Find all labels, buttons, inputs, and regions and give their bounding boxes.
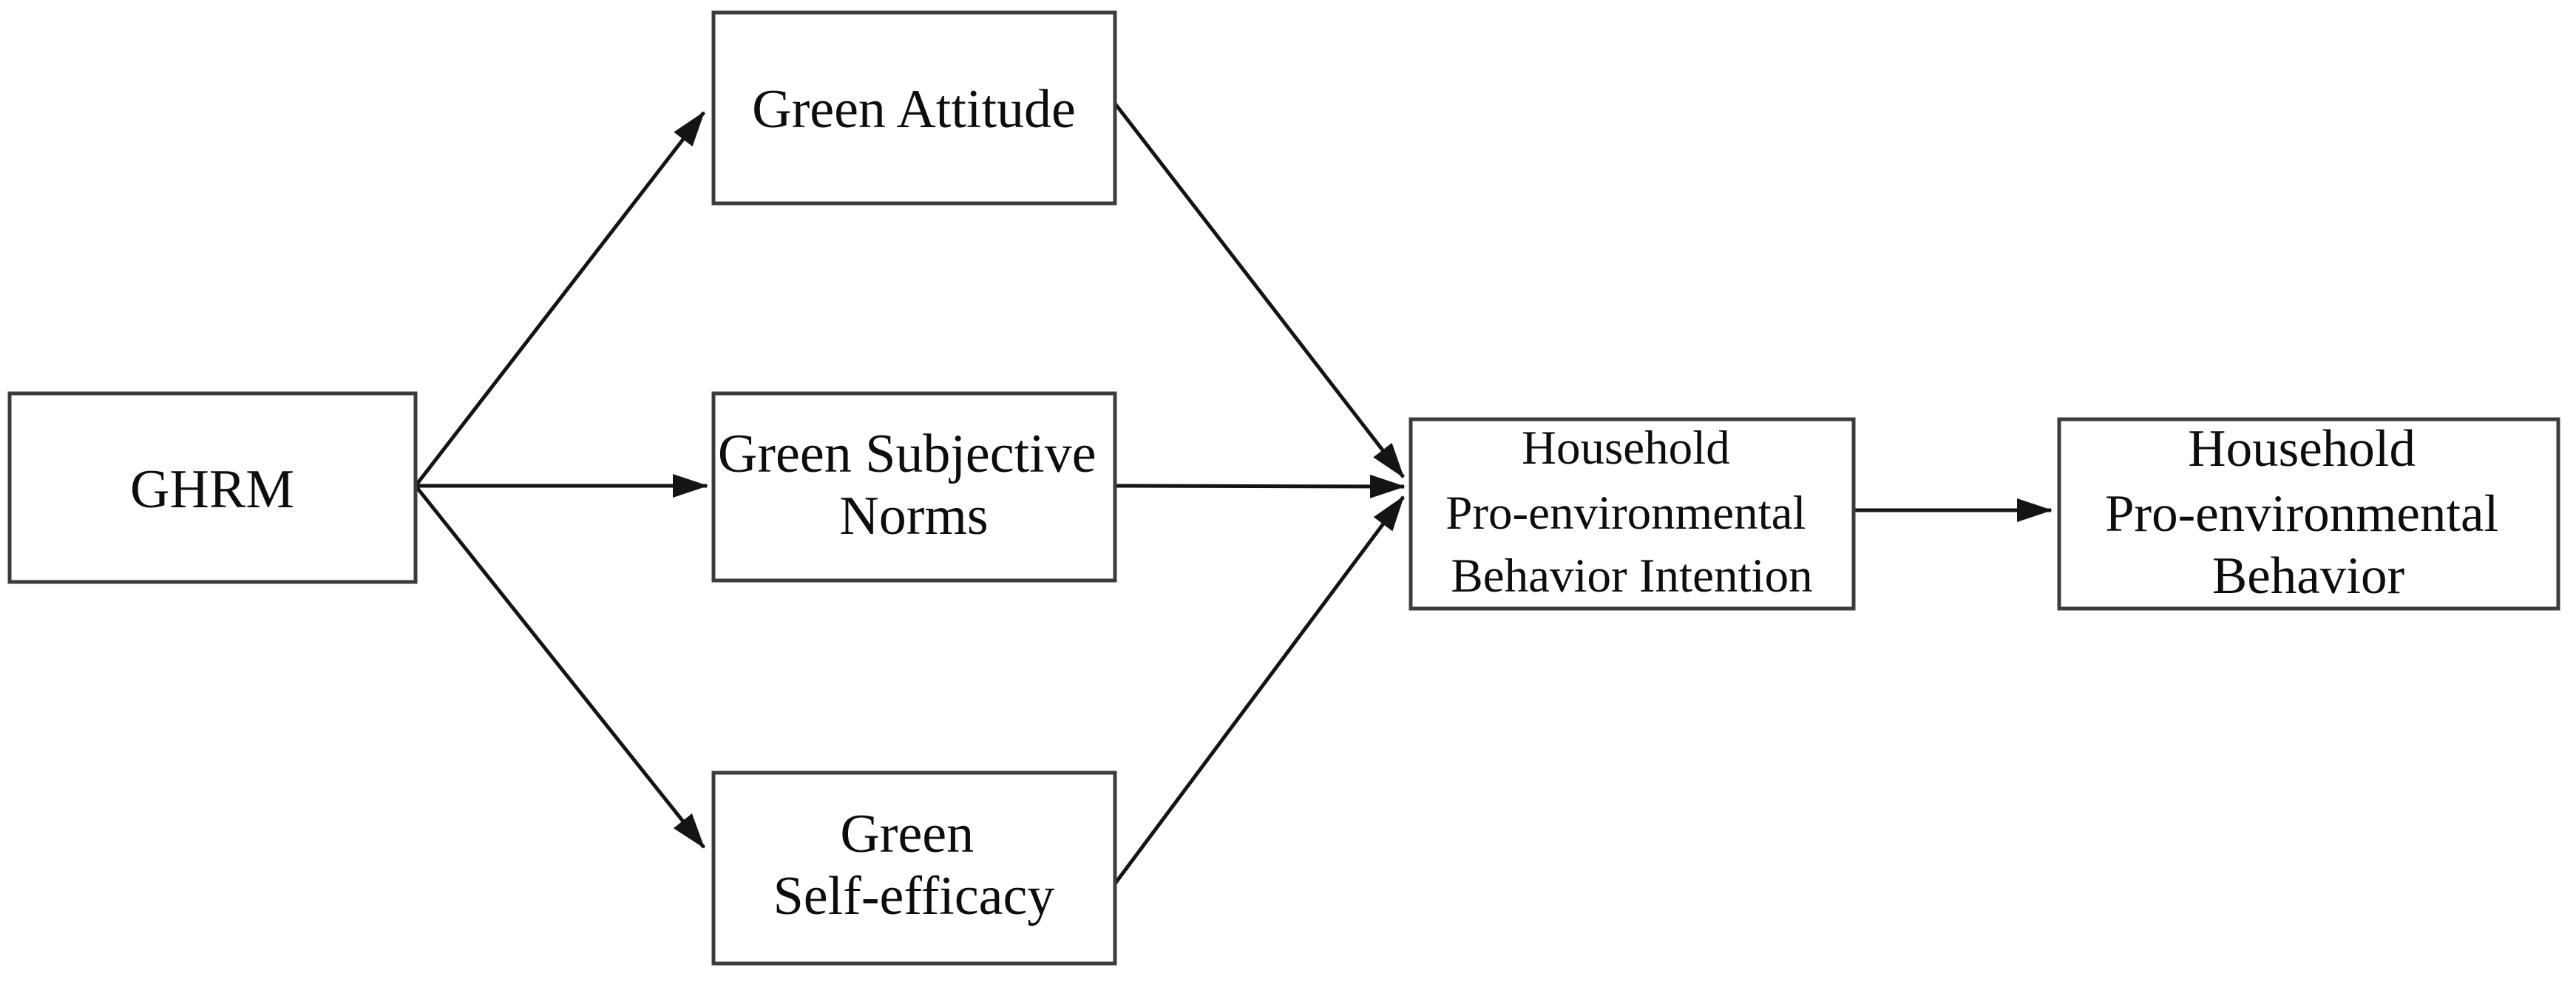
- node-label-hpeb: Household Pro-environmental Behavior: [2105, 420, 2512, 605]
- node-box-green-self-efficacy: [711, 771, 1117, 966]
- node-label-line: Green: [840, 804, 974, 864]
- node-box-hpeb: [2057, 417, 2560, 611]
- node-label-line: Household: [1522, 421, 1730, 475]
- edge-ghrm-to-green-self-efficacy: [414, 484, 705, 849]
- node-label-green-self-efficacy: Green Self-efficacy: [773, 804, 1055, 927]
- node-label-green-attitude: Green Attitude: [752, 79, 1076, 140]
- node-label-line: Green Subjective: [718, 424, 1097, 484]
- node-label-line: Pro-environmental: [2105, 485, 2498, 543]
- node-label-line: Behavior: [2212, 547, 2405, 605]
- node-label-line: Household: [2188, 420, 2416, 478]
- edge-green-attitude-to-intention: [1114, 102, 1405, 478]
- edge-green-self-efficacy-to-intention: [1113, 495, 1406, 885]
- node-label-line: Norms: [839, 486, 988, 546]
- node-label-line: Behavior Intention: [1451, 549, 1812, 603]
- edge-green-subjective-norms-to-intention: [1114, 474, 1406, 498]
- node-box-green-attitude: [711, 10, 1117, 206]
- node-box-ghrm: [7, 391, 418, 584]
- node-label-green-subjective-norms: Green Subjective Norms: [718, 424, 1110, 546]
- node-label-line: Pro-environmental: [1445, 487, 1806, 540]
- node-label-hpeb-intention: Household Pro-environmental Behavior Int…: [1445, 421, 1818, 603]
- edge-ghrm-to-green-attitude: [414, 111, 705, 487]
- node-label-ghrm: GHRM: [130, 459, 294, 520]
- node-box-green-subjective-norms: [711, 391, 1117, 583]
- node-label-line: Self-efficacy: [773, 866, 1055, 927]
- node-box-hpeb-intention: [1409, 417, 1856, 611]
